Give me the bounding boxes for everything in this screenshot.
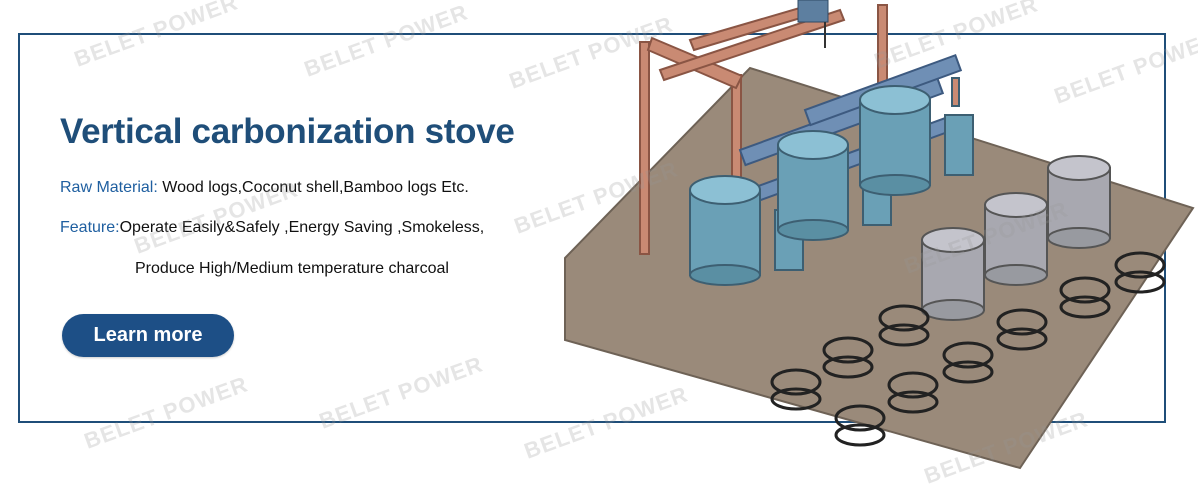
carbonization-stove-illustration (564, 0, 1195, 470)
raw-material-line: Raw Material: Wood logs,Coconut shell,Ba… (60, 179, 469, 197)
feature-value: Operate Easily&Safely ,Energy Saving ,Sm… (119, 219, 485, 236)
learn-more-button[interactable]: Learn more (62, 314, 234, 357)
page-title: Vertical carbonization stove (60, 112, 515, 151)
raw-material-value: Wood logs,Coconut shell,Bamboo logs Etc. (157, 179, 469, 196)
raw-material-label: Raw Material: (60, 179, 158, 196)
feature-line: Feature:Operate Easily&Safely ,Energy Sa… (60, 219, 484, 237)
feature-line-2: Produce High/Medium temperature charcoal (135, 260, 449, 277)
feature-label: Feature: (60, 219, 120, 236)
